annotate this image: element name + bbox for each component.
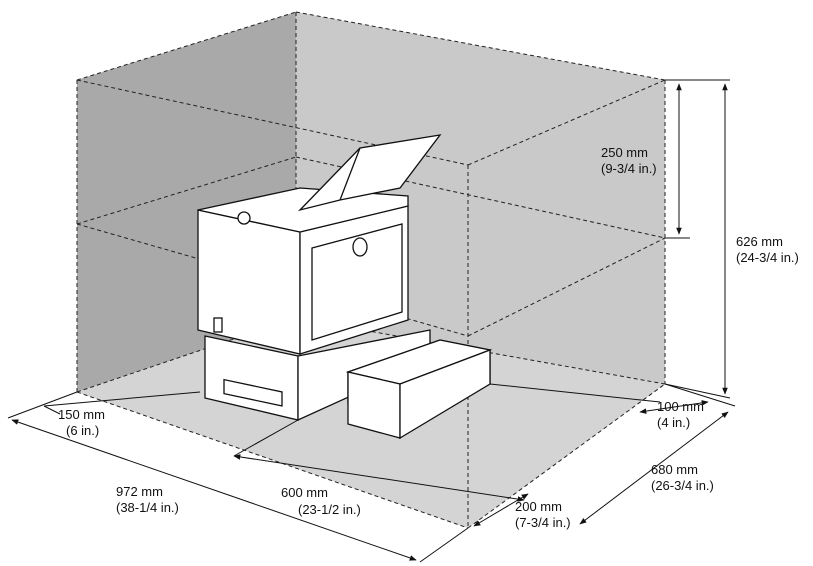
total-height-in: (24-3/4 in.)	[736, 250, 799, 265]
front-clearance-arrow	[473, 493, 529, 527]
total-depth-mm: 680 mm	[651, 462, 698, 477]
top-clearance-mm: 250 mm	[601, 145, 648, 160]
printer-illustration	[197, 134, 493, 440]
total-depth-arrow	[579, 411, 729, 525]
right-clearance-in: (4 in.)	[657, 415, 690, 430]
left-clearance-arrow	[43, 391, 201, 407]
front-clearance-in: (7-3/4 in.)	[515, 515, 571, 530]
output-tray	[297, 134, 442, 212]
total-depth-in: (26-3/4 in.)	[651, 478, 714, 493]
total-width-arrow	[11, 419, 417, 561]
height-dimensions	[664, 79, 731, 399]
power-switch	[213, 317, 223, 333]
total-width-mm: 972 mm	[116, 484, 163, 499]
paper-slot	[223, 378, 283, 407]
dimension-labels: 250 mm (9-3/4 in.) 626 mm (24-3/4 in.) 1…	[58, 145, 799, 530]
printer-width-in: (23-1/2 in.)	[298, 502, 361, 517]
printer-top	[197, 187, 409, 233]
right-clearance-mm: 100 mm	[657, 399, 704, 414]
floor-dimensions	[7, 383, 736, 563]
left-clearance-in: (6 in.)	[66, 423, 99, 438]
right-clearance-arrow	[639, 400, 709, 414]
front-door	[311, 223, 403, 341]
top-clearance-in: (9-3/4 in.)	[601, 161, 657, 176]
total-height-mm: 626 mm	[736, 234, 783, 249]
printer-width-mm: 600 mm	[281, 485, 328, 500]
left-clearance-mm: 150 mm	[58, 407, 105, 422]
total-width-in: (38-1/4 in.)	[116, 500, 179, 515]
printer-width-arrow	[233, 454, 525, 502]
printer-body	[197, 209, 301, 355]
power-button	[237, 211, 251, 225]
front-clearance-mm: 200 mm	[515, 499, 562, 514]
